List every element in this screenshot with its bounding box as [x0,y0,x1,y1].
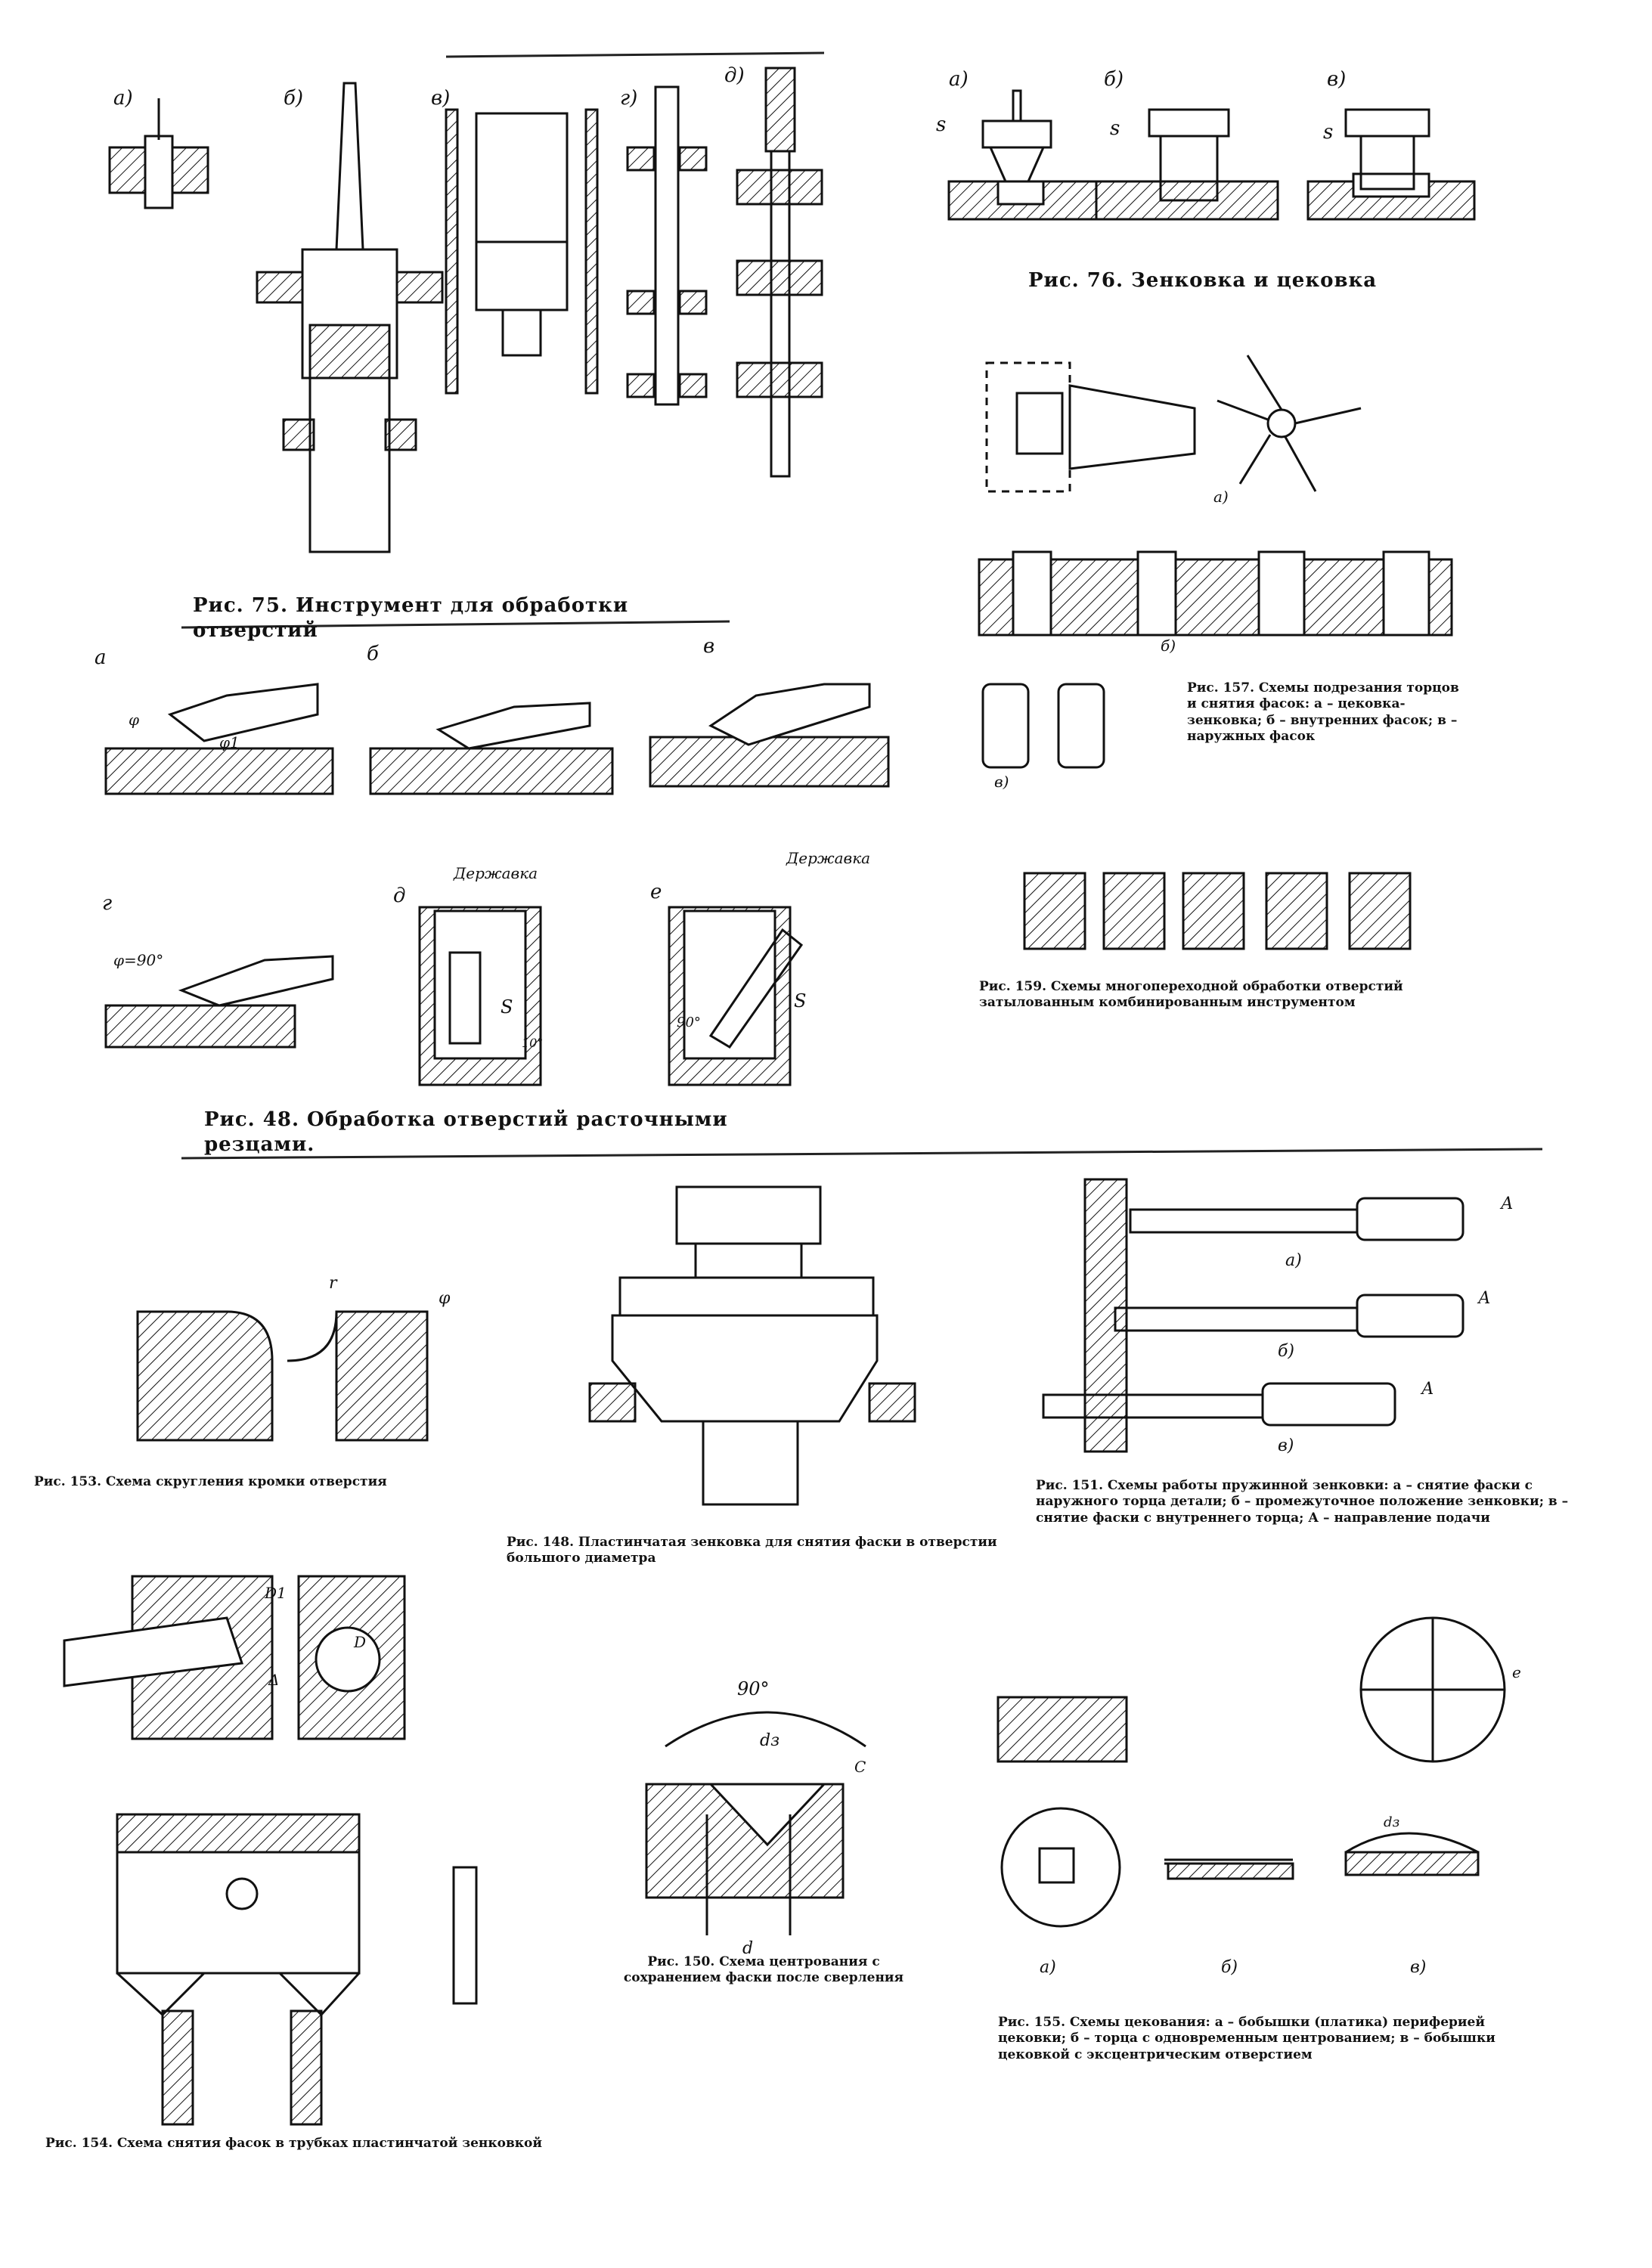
fig157-label-v: в) [994,773,1009,791]
fig155-label-a: а) [1040,1958,1056,1977]
fig154-drawing [63,1575,478,2126]
fig154-d: D [354,1633,367,1651]
fig155-drawing [996,1616,1506,1928]
fig76-label-v: в) [1327,68,1347,91]
fig48-label-a: а [95,646,107,669]
fig148-drawing [588,1185,916,1506]
fig48-label-g: г [102,892,113,915]
fig48-label-v: в [703,635,715,658]
caption-fig159: Рис. 159. Схемы многопереходной обработк… [979,979,1403,1011]
fig151-label-b: б) [1278,1342,1295,1361]
fig153-phi: φ [439,1289,451,1308]
fig48-drawing [104,683,890,1086]
fig151-arrow-b: А [1478,1289,1491,1308]
fig75-label-b: б) [284,87,304,110]
fig48-label-d: д [393,885,406,907]
fig153-r: r [329,1274,337,1293]
fig48-label-b: б [367,643,379,665]
fig155-e: e [1512,1663,1521,1681]
fig75-top-rule [445,51,825,58]
fig151-label-v: в) [1278,1436,1294,1455]
fig75-bottom-rule [181,620,730,629]
fig75-label-a: а) [113,87,133,110]
caption-fig151: Рис. 151. Схемы работы пружинной зенковк… [1036,1478,1569,1526]
fig155-label-v: в) [1410,1958,1427,1977]
fig48-phi1-a: φ1 [219,733,240,751]
fig157-drawing [978,355,1453,769]
caption-fig150: Рис. 150. Схема центрования с сохранение… [623,1954,904,1986]
fig48-angle10-d: 10° [522,1036,544,1050]
fig153-drawing [136,1310,429,1442]
fig76-label-b: б) [1104,68,1124,91]
fig48-holder-d: Державка [454,864,538,882]
fig150-drawing [645,1711,866,1935]
fig48-phi90-g: φ=90° [113,951,164,969]
fig48-s-d: S [501,996,513,1018]
caption-fig148: Рис. 148. Пластинчатая зенковка для снят… [507,1535,997,1566]
fig154-delta: Δ [268,1671,280,1689]
caption-fig154: Рис. 154. Схема снятия фасок в трубках п… [45,2136,543,2151]
fig150-dz: dз [760,1731,780,1750]
section-rule [181,1148,1543,1160]
fig157-label-a: а) [1213,488,1229,506]
fig48-angle-e: 90° [677,1015,701,1030]
fig75-label-v: в) [431,87,451,110]
fig159-drawing [1023,872,1412,950]
caption-fig76: Рис. 76. Зенковка и цековка [1028,269,1378,292]
fig48-holder-e: Державка [786,849,871,867]
fig151-arrow-v: А [1421,1380,1434,1399]
fig76-label-a: а) [949,68,969,91]
caption-fig155: Рис. 155. Схемы цекования: а – бобышки (… [998,2015,1495,2062]
fig151-label-a: а) [1285,1251,1302,1270]
fig48-label-e: е [650,881,662,903]
fig150-c: C [854,1758,866,1776]
fig151-drawing [1042,1178,1464,1453]
fig76-feed-v: s [1323,121,1334,144]
fig75-drawing [108,67,823,553]
caption-fig75: Рис. 75. Инструмент для обработки отверс… [193,594,629,642]
fig157-label-b: б) [1161,637,1176,655]
fig150-angle: 90° [737,1678,770,1699]
fig155-label-b: б) [1221,1958,1238,1977]
fig154-d1: D1 [265,1584,287,1602]
fig155-dz: dз [1384,1814,1400,1830]
fig150-d: d [742,1939,754,1958]
fig48-s-e: S [794,990,807,1012]
fig76-drawing [947,89,1476,221]
fig75-label-d: д) [724,64,745,87]
fig151-arrow-a: А [1501,1194,1514,1213]
fig76-feed-b: s [1110,117,1120,140]
fig48-phi-a: φ [129,711,140,729]
caption-fig157: Рис. 157. Схемы подрезания торцов и снят… [1187,680,1459,744]
caption-fig153: Рис. 153. Схема скругления кромки отверс… [34,1474,387,1489]
fig76-feed-a: s [936,113,947,136]
caption-fig48: Рис. 48. Обработка отверстий расточными … [204,1108,728,1156]
fig75-label-g: г) [620,87,638,110]
